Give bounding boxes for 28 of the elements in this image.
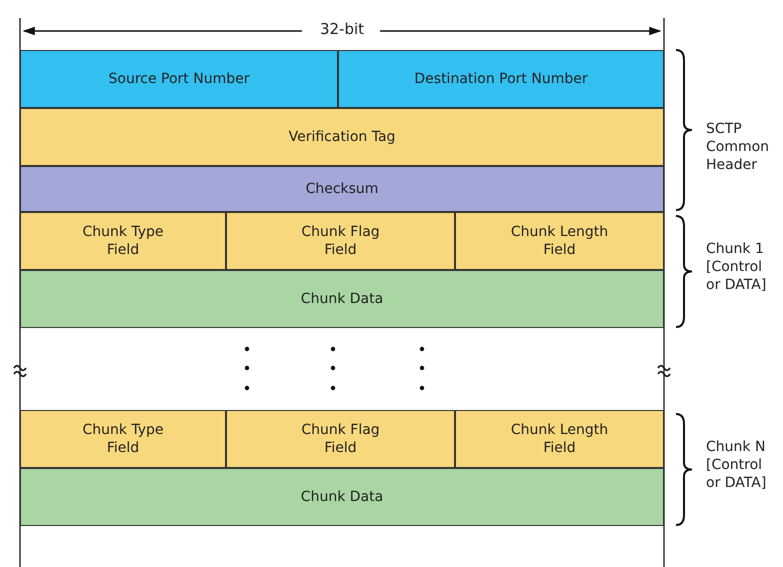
dimension-label: 32-bit <box>318 20 366 40</box>
bracket-label: Chunk N [Control or DATA] <box>706 438 768 493</box>
field-name: Chunk Length Field <box>510 222 610 260</box>
field-name: Chunk Type Field <box>81 222 165 260</box>
field-cell <box>226 212 455 270</box>
field-cell <box>20 166 664 212</box>
field-cell <box>338 50 664 108</box>
field-cell <box>226 410 455 468</box>
field-name: Chunk Flag Field <box>300 222 381 260</box>
field-name: Source Port Number <box>108 70 250 88</box>
field-name: Checksum <box>306 180 378 198</box>
bracket-label: SCTP Common Header <box>706 120 770 175</box>
field-cell <box>20 212 226 270</box>
field-cell <box>20 108 664 166</box>
field-name: Verification Tag <box>288 128 396 146</box>
field-name: Chunk Flag Field <box>300 420 381 458</box>
field-cell <box>20 468 664 526</box>
field-name: Chunk Type Field <box>81 420 165 458</box>
field-cell <box>20 50 338 108</box>
bracket-label: Chunk 1 [Control or DATA] <box>706 240 768 295</box>
field-cell <box>20 270 664 328</box>
field-name: Chunk Data <box>300 488 384 506</box>
field-cell <box>455 410 664 468</box>
field-name: Chunk Data <box>300 290 384 308</box>
field-cell <box>455 212 664 270</box>
field-cell <box>20 410 226 468</box>
field-name: Chunk Length Field <box>510 420 610 458</box>
field-name: Destination Port Number <box>414 70 588 88</box>
